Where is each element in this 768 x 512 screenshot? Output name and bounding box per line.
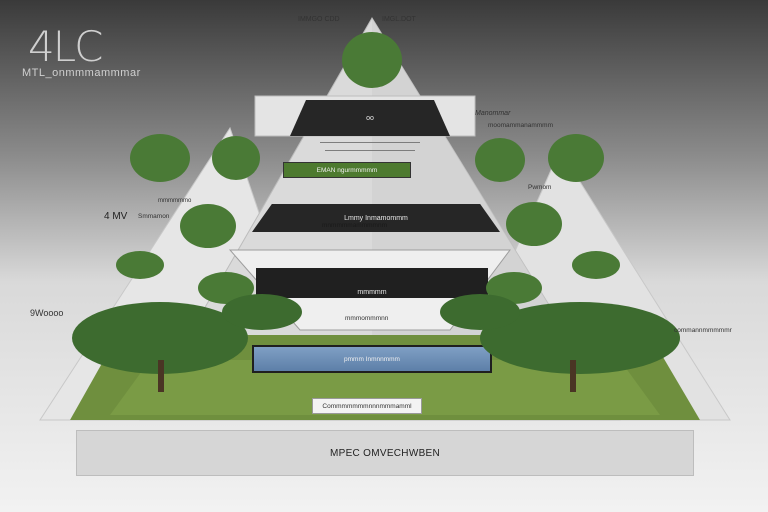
level-4-text: mmmmm (357, 289, 387, 296)
brand-subtitle: MTL_onmmmammmar (22, 67, 141, 79)
tree-big-right (480, 302, 680, 374)
level-2-panel: EMAN ngurmmmmm (283, 162, 411, 178)
level-1-rule (320, 142, 420, 143)
level-3-panel: Lmmy Inmamommm (252, 204, 500, 232)
base-label: Commmmmmmnnnmmmamml (312, 398, 422, 414)
label-right-upper-2: moomammanammmm (488, 122, 554, 129)
label-right-lower: commannmmmmmr (674, 327, 732, 334)
tree-upper-left-2 (212, 136, 260, 180)
tree-lower-left-small (198, 272, 254, 304)
water-panel: pmmm Inmnnmmm (252, 345, 492, 373)
tree-lower-right-small (486, 272, 542, 304)
level-5-text: mmmommmnn (345, 315, 389, 322)
label-left-lower: 9Woooo (30, 308, 64, 318)
tree-upper-right-1 (475, 138, 525, 182)
level-2-text: EMAN ngurmmmmm (316, 166, 378, 174)
level-1-text: oo (366, 114, 374, 122)
grass-highlight (110, 360, 660, 415)
tree-big-left (72, 302, 248, 374)
level-1-rule-2 (325, 150, 415, 151)
bottom-banner-text: MPEC OMVECHWBEN (329, 447, 441, 459)
label-right-upper: Manommar (475, 110, 511, 117)
tree-mid-left (180, 204, 236, 248)
level-3-subtext: mnmmmmammmmnm (322, 222, 387, 229)
tree-upper-right-2 (548, 134, 604, 182)
tree-mid-right (506, 202, 562, 246)
tree-top (342, 32, 402, 88)
brand-logo: 4LC (28, 22, 103, 71)
tree-funnel-left (222, 294, 302, 330)
label-right-mid: Pwmom (528, 184, 552, 191)
label-top-left: IMMGO CDD (298, 16, 340, 23)
level-4-panel: mmmmm (256, 268, 488, 298)
base-label-text: Commmmmmmnnnmmmamml (322, 402, 412, 410)
level-1-panel: oo (290, 100, 450, 136)
water-text: pmmm Inmnnmmm (344, 355, 400, 363)
label-left-mid-text: Smmamon (138, 213, 170, 220)
level-3-text: Lmmy Inmamommm (344, 214, 408, 222)
tree-upper-left-1 (130, 134, 190, 182)
tree-funnel-right (440, 294, 520, 330)
tree-side-left (116, 251, 164, 279)
bottom-banner: MPEC OMVECHWBEN (76, 430, 694, 476)
tree-side-right (572, 251, 620, 279)
label-left-mid-small: mmmmmmo (158, 198, 192, 204)
label-top-right: IMGL.DOT (382, 16, 416, 23)
label-left-mid-number: 4 MV (104, 211, 128, 222)
